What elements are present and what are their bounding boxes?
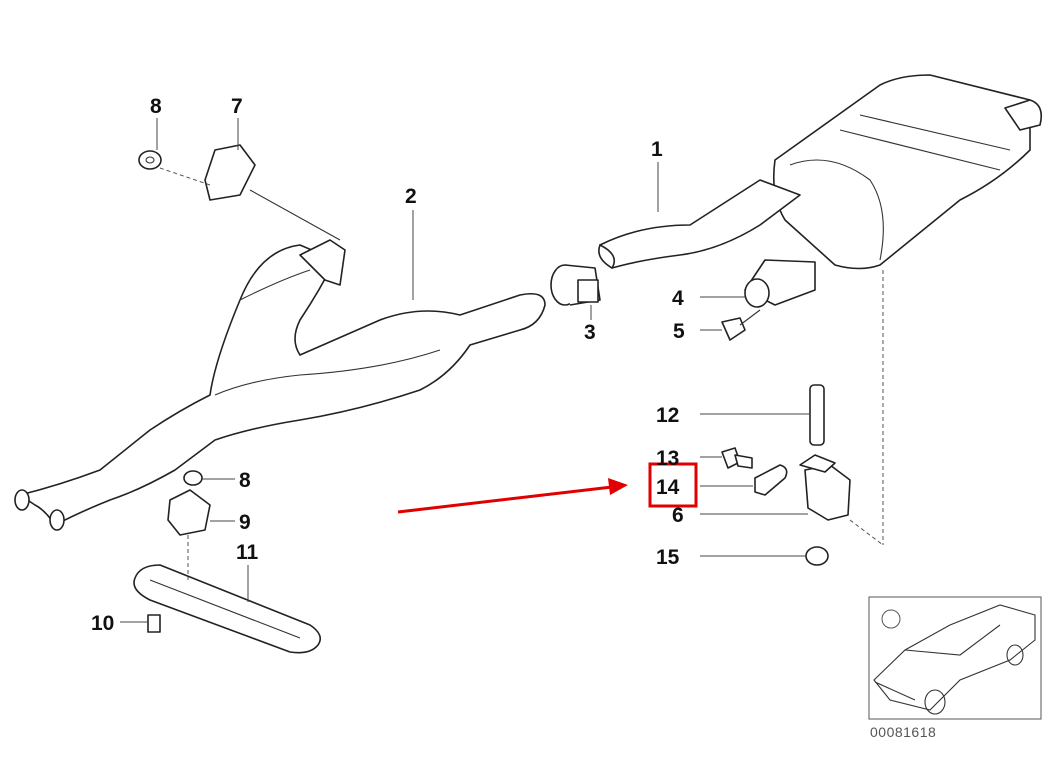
rubber-nut: [138, 150, 162, 170]
front-pipe-assembly: [14, 239, 546, 531]
callout-5: 5: [673, 320, 685, 343]
inset-caption: 00081618: [870, 724, 936, 740]
bolt: [721, 317, 746, 341]
callout-8-upper: 8: [150, 95, 162, 118]
callout-4: 4: [672, 287, 684, 310]
stud: [809, 384, 825, 446]
callout-12: 12: [656, 404, 679, 427]
callout-9: 9: [239, 511, 251, 534]
callout-3: 3: [584, 321, 596, 344]
vehicle-location-inset: [868, 596, 1042, 720]
flange-nut: [805, 546, 829, 566]
intermediate-pipe: [599, 179, 801, 269]
callout-1: 1: [651, 138, 663, 161]
highlight-box: [648, 462, 698, 508]
heat-shield: [133, 564, 321, 654]
highlight-arrow: [397, 478, 628, 514]
screw: [147, 614, 161, 633]
clamp: [550, 264, 601, 306]
plate: [754, 464, 788, 496]
callout-14: 14: [656, 476, 680, 499]
exhaust-tip: [744, 259, 816, 308]
callout-8-lower: 8: [239, 469, 251, 492]
callout-11: 11: [236, 541, 259, 564]
rubber-nut-lower: [183, 470, 203, 486]
rear-muffler: [772, 74, 1043, 270]
callout-7: 7: [231, 95, 243, 118]
callout-6: 6: [672, 504, 684, 527]
rubber-mount: [804, 464, 851, 521]
callout-13: 13: [656, 447, 679, 470]
bracket: [204, 144, 256, 201]
callout-2: 2: [405, 185, 417, 208]
holder: [167, 489, 211, 536]
callout-15: 15: [656, 546, 680, 569]
callout-10: 10: [91, 612, 114, 635]
